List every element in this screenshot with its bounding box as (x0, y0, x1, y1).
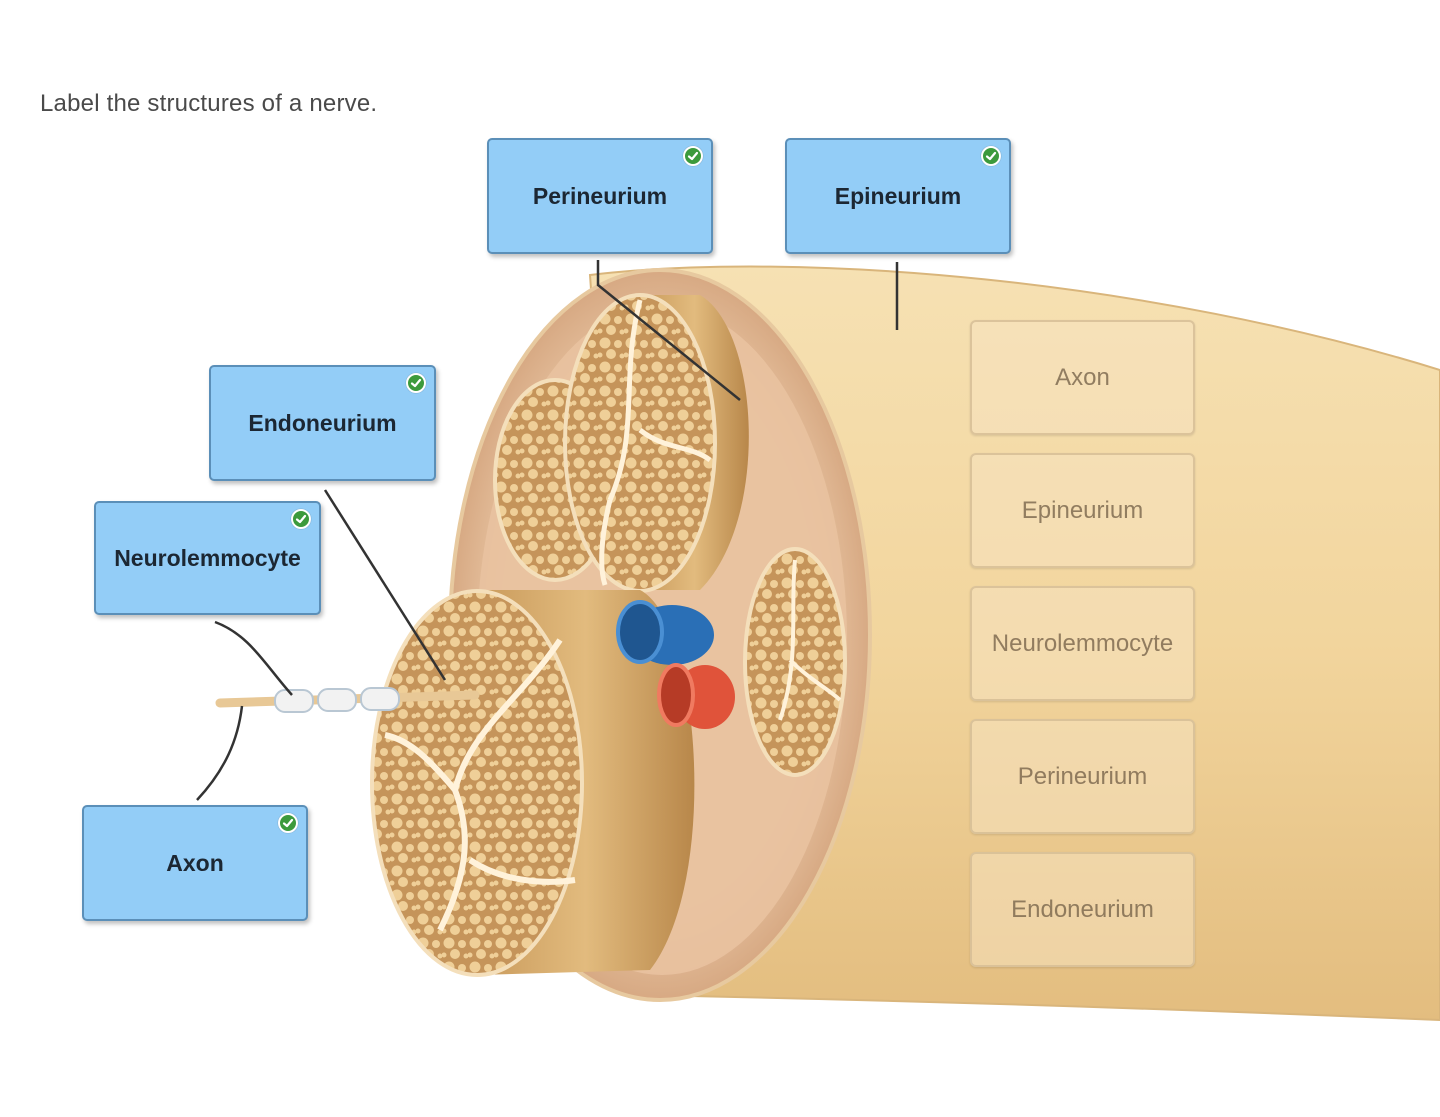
label-bank-endoneurium[interactable]: Endoneurium (970, 852, 1195, 967)
placed-label-axon[interactable]: Axon (82, 805, 308, 921)
question-prompt: Label the structures of a nerve. (40, 90, 378, 117)
placed-label-text: Epineurium (834, 182, 962, 209)
label-bank-text: Neurolemmocyte (991, 629, 1174, 657)
label-bank-text: Endoneurium (1011, 895, 1154, 923)
leader-line-perineurium (596, 260, 741, 401)
label-bank-axon[interactable]: Axon (970, 320, 1195, 435)
check-circle-icon (291, 509, 311, 529)
label-bank-epineurium[interactable]: Epineurium (970, 453, 1195, 568)
check-circle-icon (981, 146, 1001, 166)
myelin-segment (274, 689, 314, 713)
placed-label-epineurium[interactable]: Epineurium (785, 138, 1011, 254)
myelin-segment (360, 687, 400, 711)
fascicle-upper-septa (599, 299, 712, 586)
placed-label-text: Axon (166, 849, 224, 876)
fascicle-right (743, 547, 847, 777)
leader-line-neurolemmocyte (214, 620, 293, 696)
vein-opening (616, 600, 664, 664)
label-bank-text: Perineurium (1017, 762, 1148, 790)
placed-label-endoneurium[interactable]: Endoneurium (209, 365, 436, 481)
label-bank-text: Axon (1055, 363, 1110, 391)
label-bank-neurolemmocyte[interactable]: Neurolemmocyte (970, 586, 1195, 701)
placed-label-perineurium[interactable]: Perineurium (487, 138, 713, 254)
leader-line-axon (196, 705, 244, 801)
leader-line-endoneurium (323, 489, 447, 681)
label-bank-perineurium[interactable]: Perineurium (970, 719, 1195, 834)
check-circle-icon (278, 813, 298, 833)
check-circle-icon (683, 146, 703, 166)
artery-opening (657, 663, 695, 727)
fascicle-upper (563, 293, 717, 593)
placed-label-neurolemmocyte[interactable]: Neurolemmocyte (94, 501, 321, 615)
placed-label-text: Endoneurium (248, 409, 397, 436)
placed-label-text: Perineurium (532, 182, 668, 209)
fascicle-right-septa (778, 559, 842, 721)
label-bank-text: Epineurium (1021, 496, 1144, 524)
placed-label-text: Neurolemmocyte (114, 544, 301, 571)
check-circle-icon (406, 373, 426, 393)
fascicle-big-septa (384, 638, 576, 932)
myelin-segment (317, 688, 357, 712)
